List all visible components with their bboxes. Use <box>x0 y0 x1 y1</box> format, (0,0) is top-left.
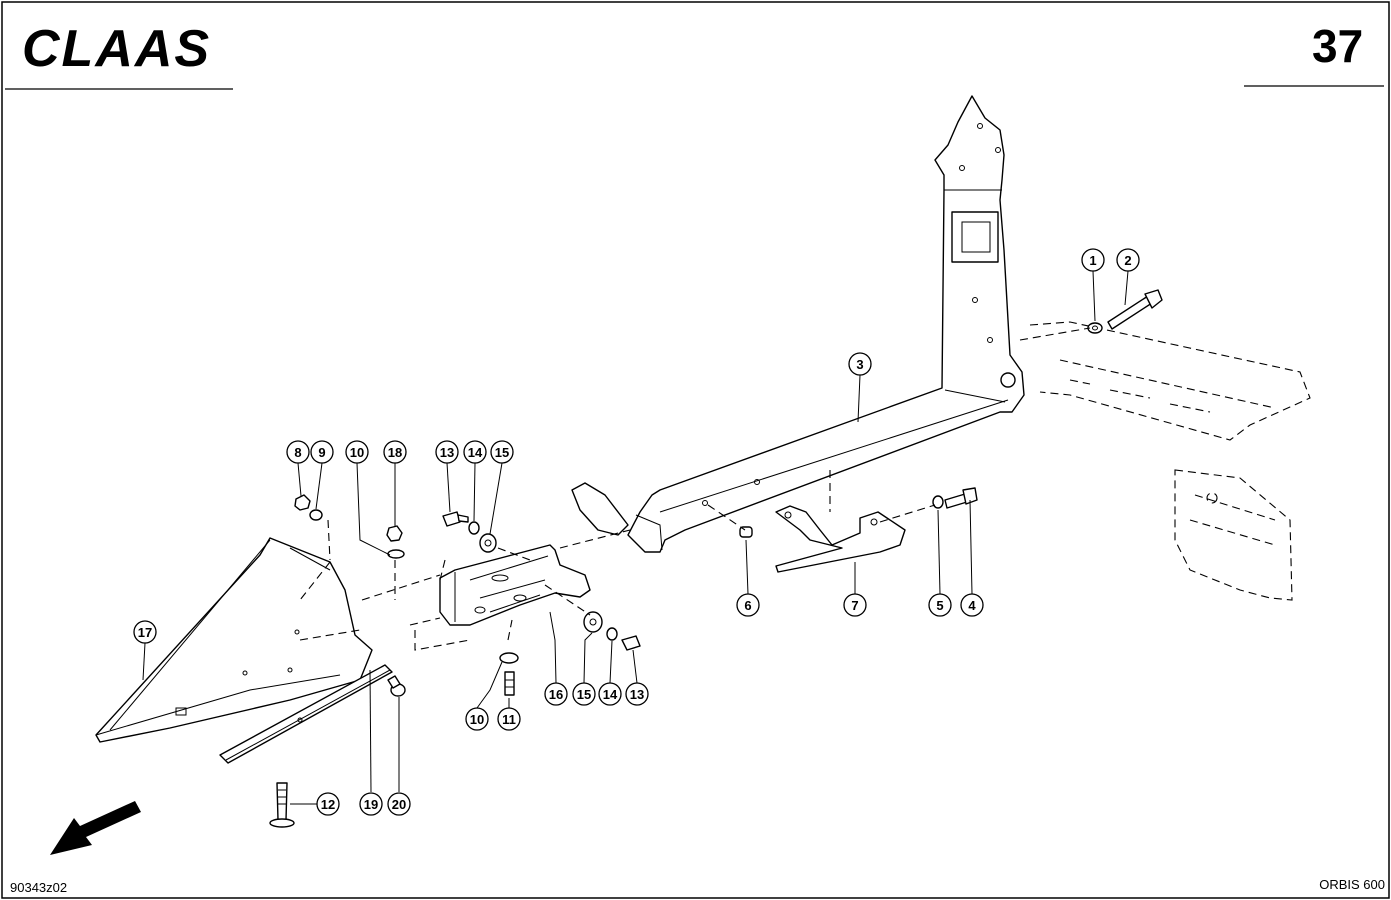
svg-text:5: 5 <box>936 598 943 613</box>
plate-part-7 <box>775 505 906 573</box>
washer-part-14-lower <box>606 627 618 641</box>
svg-text:9: 9 <box>318 445 325 460</box>
washer-part-5 <box>932 495 944 509</box>
washer-part-10-lower <box>499 652 519 664</box>
callout-3: 3 <box>848 352 872 376</box>
spacer-part-15-lower <box>583 611 603 633</box>
main-frame <box>571 95 1025 553</box>
svg-text:10: 10 <box>470 712 484 727</box>
callout-5: 5 <box>928 593 952 617</box>
callout-19: 19 <box>359 792 383 816</box>
callout-14-lower: 14 <box>598 682 622 706</box>
svg-text:12: 12 <box>321 797 335 812</box>
svg-text:3: 3 <box>856 357 863 372</box>
ghost-frame <box>1029 321 1311 601</box>
callout-10-lower: 10 <box>465 707 489 731</box>
svg-text:7: 7 <box>851 598 858 613</box>
nut-part-18 <box>386 525 403 542</box>
callout-1: 1 <box>1081 248 1105 272</box>
nut-part-8 <box>294 494 311 511</box>
bolt-part-11 <box>504 671 515 696</box>
brand-logo: CLAAS <box>22 20 211 78</box>
model-name: ORBIS 600 <box>1319 877 1385 892</box>
callout-4: 4 <box>960 593 984 617</box>
svg-text:13: 13 <box>630 687 644 702</box>
svg-text:4: 4 <box>968 598 976 613</box>
svg-text:15: 15 <box>495 445 509 460</box>
callout-14-upper: 14 <box>463 440 487 464</box>
svg-text:1: 1 <box>1089 253 1096 268</box>
callout-2: 2 <box>1116 248 1140 272</box>
assembly-lines <box>299 327 1091 651</box>
callout-13-upper: 13 <box>435 440 459 464</box>
svg-text:2: 2 <box>1124 253 1131 268</box>
washer-part-9 <box>309 509 323 521</box>
svg-text:15: 15 <box>577 687 591 702</box>
page-number: 37 <box>1312 20 1363 72</box>
svg-text:11: 11 <box>502 712 516 727</box>
callout-6: 6 <box>736 593 760 617</box>
skid-part-19 <box>219 664 393 764</box>
callout-10-upper: 10 <box>345 440 369 464</box>
bolt-part-13-lower <box>621 635 641 651</box>
callout-8: 8 <box>286 440 310 464</box>
bolt-part-13-upper <box>442 511 469 527</box>
callout-7: 7 <box>843 593 867 617</box>
svg-text:14: 14 <box>468 445 483 460</box>
svg-text:17: 17 <box>138 625 152 640</box>
washer-part-10-upper <box>387 549 405 559</box>
svg-text:14: 14 <box>603 687 618 702</box>
bracket-part-16 <box>439 544 591 626</box>
callout-9: 9 <box>310 440 334 464</box>
svg-text:6: 6 <box>744 598 751 613</box>
svg-text:19: 19 <box>364 797 378 812</box>
callout-13-lower: 13 <box>625 682 649 706</box>
divider-cone-part-17 <box>95 537 373 743</box>
callout-12: 12 <box>316 792 340 816</box>
callout-16: 16 <box>544 682 568 706</box>
svg-text:20: 20 <box>392 797 406 812</box>
bolt-part-2 <box>1107 289 1163 330</box>
svg-text:13: 13 <box>440 445 454 460</box>
callout-15-lower: 15 <box>572 682 596 706</box>
svg-text:8: 8 <box>294 445 301 460</box>
washer-part-14-upper <box>468 521 480 535</box>
callout-11: 11 <box>497 707 521 731</box>
svg-text:10: 10 <box>350 445 364 460</box>
washer-part-1 <box>1087 322 1103 334</box>
callout-15-upper: 15 <box>490 440 514 464</box>
drawing-id: 90343z02 <box>10 880 67 895</box>
callout-17: 17 <box>133 620 157 644</box>
svg-text:16: 16 <box>549 687 563 702</box>
bolt-part-12 <box>269 782 295 828</box>
svg-text:18: 18 <box>388 445 402 460</box>
leader-lines <box>142 270 1129 805</box>
callout-20: 20 <box>387 792 411 816</box>
callout-18: 18 <box>383 440 407 464</box>
spacer-part-15-upper <box>479 533 497 553</box>
pin-part-20 <box>387 675 406 697</box>
bushing-part-6 <box>739 526 753 538</box>
bolt-part-4 <box>944 487 978 509</box>
direction-arrow-icon <box>50 801 141 855</box>
